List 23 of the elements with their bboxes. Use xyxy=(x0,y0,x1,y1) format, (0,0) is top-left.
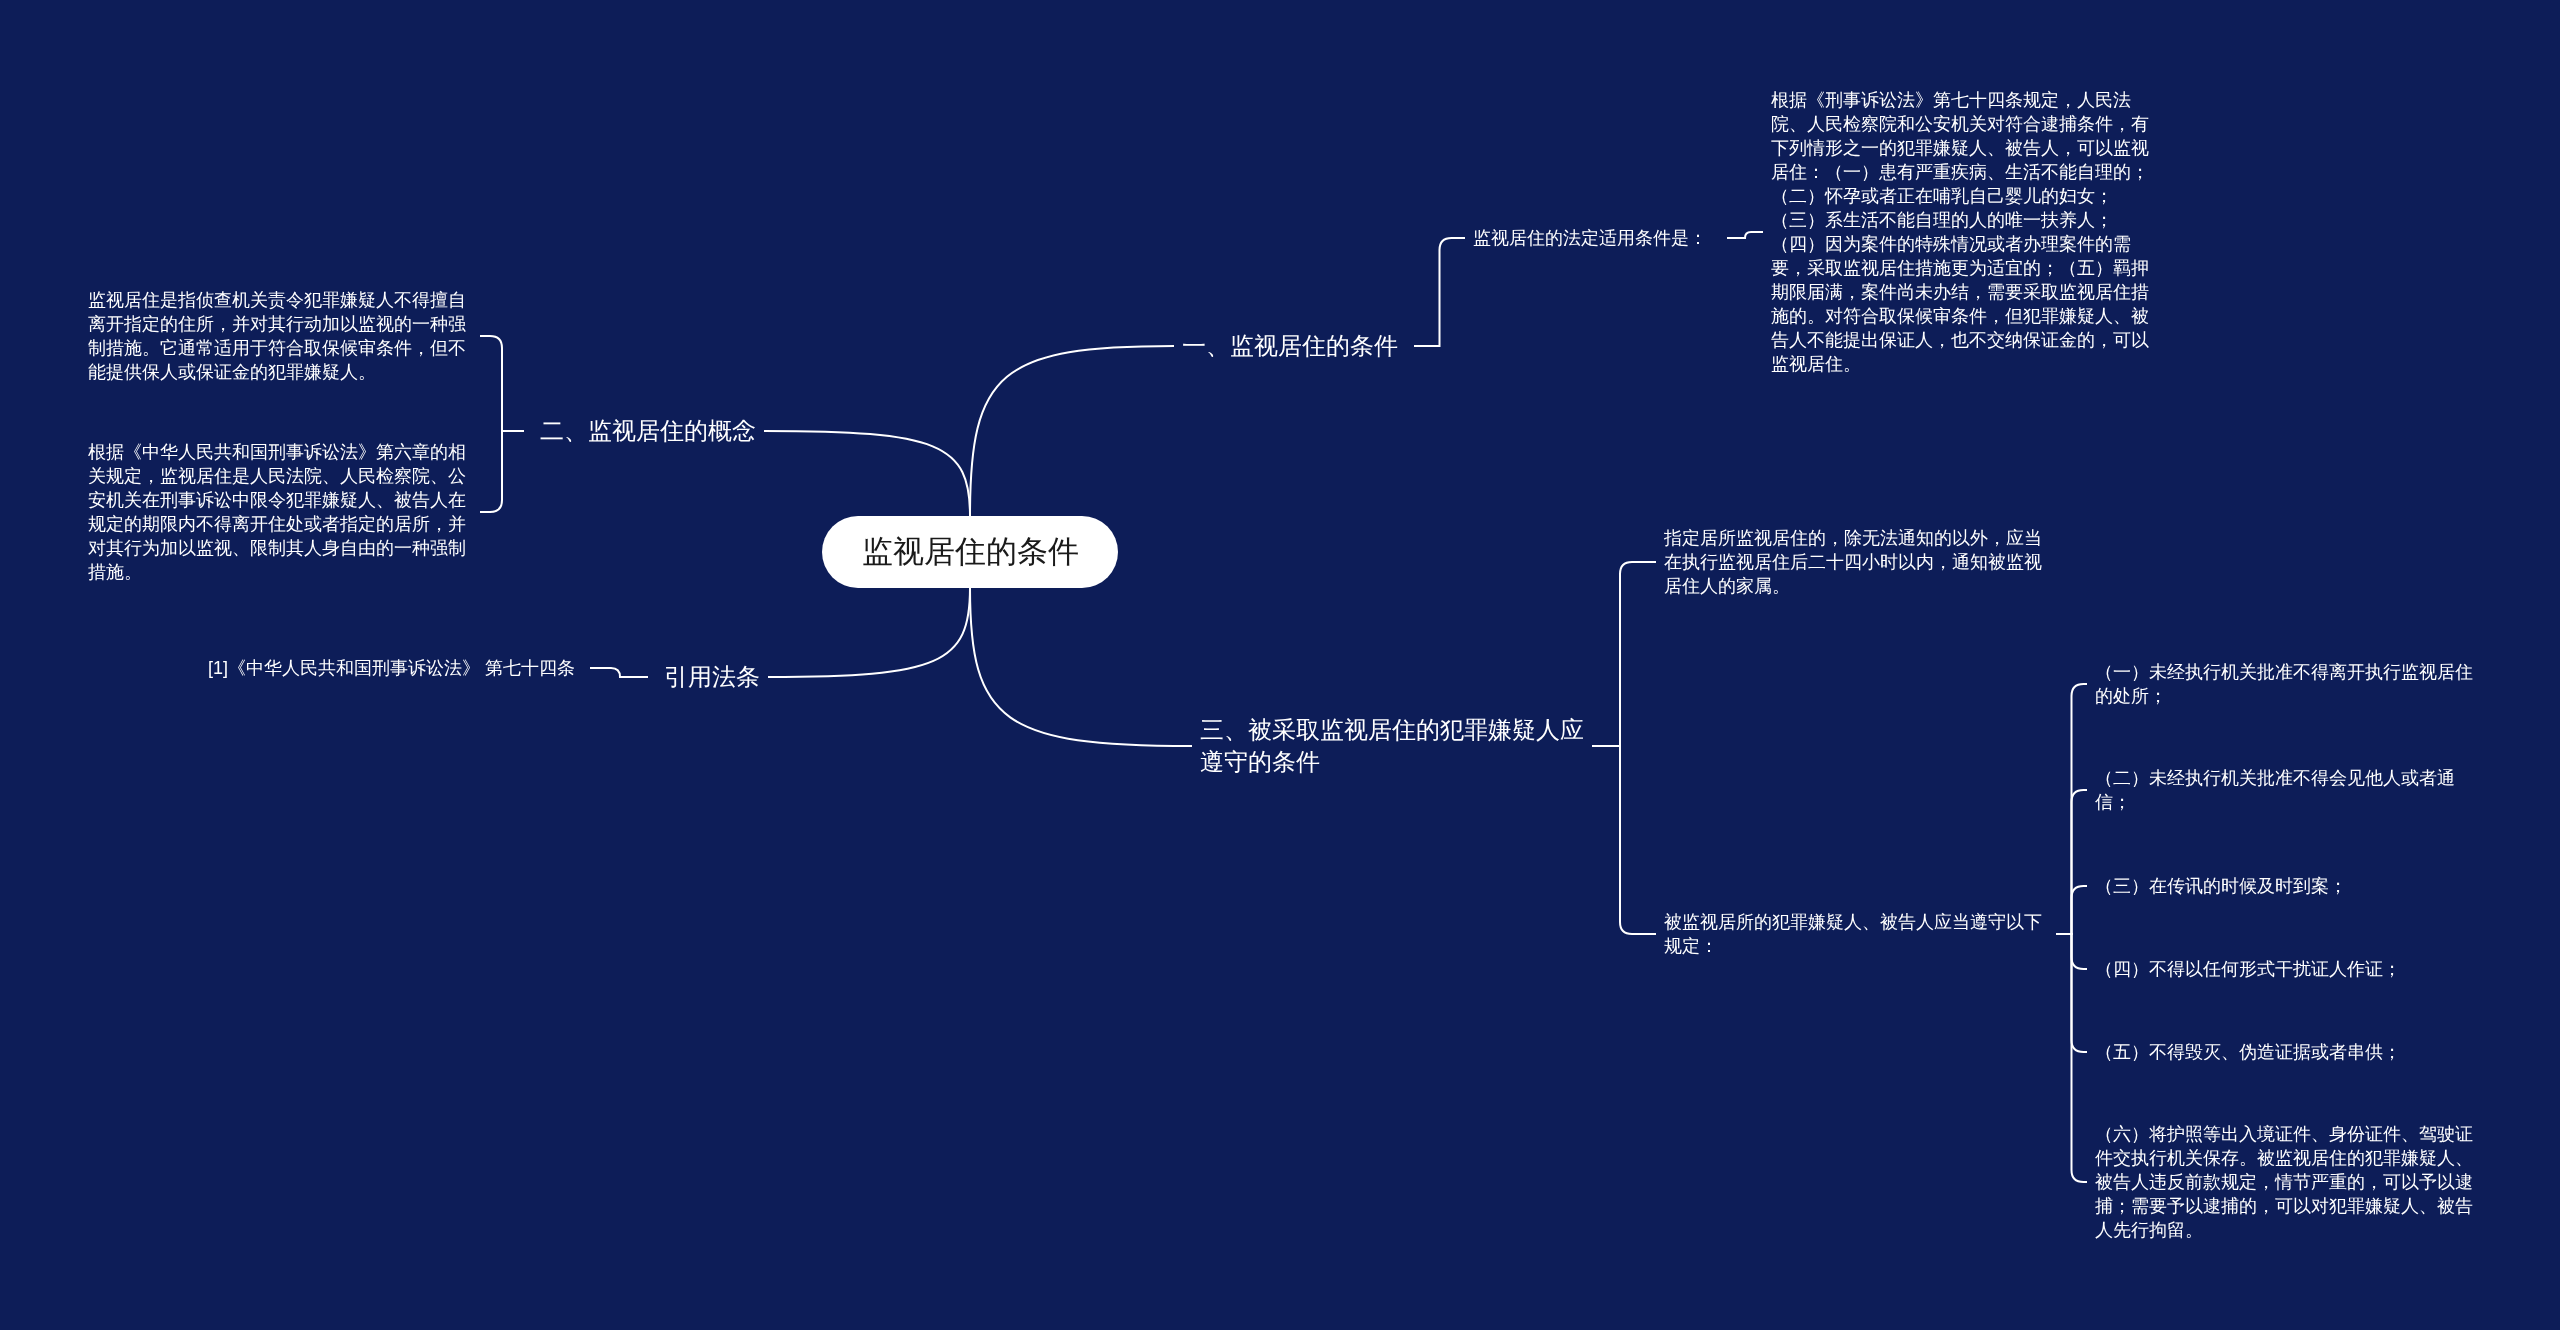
note-text: 监视居住是指侦查机关责令犯罪嫌疑人不得擅自离开指定的住所，并对其行动加以监视的一种强制措施。它通常适用于符合取保候审条件，但不能提供保人或保证金的犯罪嫌疑人。 xyxy=(80,284,480,388)
note-text: （五）不得毁灭、伪造证据或者串供； xyxy=(2087,1036,2487,1068)
connector-line xyxy=(969,587,1193,747)
note-text: 根据《中华人民共和国刑事诉讼法》第六章的相关规定，监视居住是人民法院、人民检察院、公安机关在刑事诉讼中限令犯罪嫌疑人、被告人在规定的期限内不得离开住处或者指定的居所，并对其行为加以监视、限制其人身自由的一种强制措施。 xyxy=(80,436,480,588)
note-text: [1]《中华人民共和国刑事诉讼法》 第七十四条 xyxy=(200,652,590,684)
branch-topic: 一、监视居住的条件 xyxy=(1174,326,1414,366)
note-text: 被监视居所的犯罪嫌疑人、被告人应当遵守以下规定： xyxy=(1656,906,2056,962)
note-text: （六）将护照等出入境证件、身份证件、驾驶证件交执行机关保存。被监视居住的犯罪嫌疑人、被告人违反前款规定，情节严重的，可以予以逮捕；需要予以逮捕的，可以对犯罪嫌疑人、被告人先行拘留。 xyxy=(2087,1118,2487,1246)
note-text: 根据《刑事诉讼法》第七十四条规定，人民法院、人民检察院和公安机关对符合逮捕条件，有下列情形之一的犯罪嫌疑人、被告人，可以监视居住：（一）患有严重疾病、生活不能自理的；（二）怀孕或者正在哺乳自己婴儿的妇女；（三）系生活不能自理的人的唯一扶养人；（四）因为案件的特殊情况或者办理案件的需要，采取监视居住措施更为适宜的；（五）羁押期限届满，案件尚未办结，需要采取监视居住措施的。对符合取保候审条件，但犯罪嫌疑人、被告人不能提出保证人，也不交纳保证金的，可以监视居住。 xyxy=(1763,84,2159,380)
connector-line xyxy=(589,667,649,678)
connector-line xyxy=(1591,745,1657,935)
note-text: 监视居住的法定适用条件是： xyxy=(1465,222,1727,254)
branch-topic: 三、被采取监视居住的犯罪嫌疑人应遵守的条件 xyxy=(1192,710,1592,782)
note-text: （一）未经执行机关批准不得离开执行监视居住的处所； xyxy=(2087,656,2487,712)
note-text: 指定居所监视居住的，除无法通知的以外，应当在执行监视居住后二十四小时以内，通知被监视居住人的家属。 xyxy=(1656,522,2056,602)
note-text: （四）不得以任何形式干扰证人作证； xyxy=(2087,953,2487,985)
note-text: （二）未经执行机关批准不得会见他人或者通信； xyxy=(2087,762,2487,818)
connector-line xyxy=(1726,231,1764,239)
note-text: （三）在传讯的时候及时到案； xyxy=(2087,870,2487,902)
root-topic: 监视居住的条件 xyxy=(822,516,1118,588)
connector-line xyxy=(763,430,971,517)
branch-topic: 二、监视居住的概念 xyxy=(524,411,764,451)
branch-topic: 引用法条 xyxy=(648,657,768,697)
